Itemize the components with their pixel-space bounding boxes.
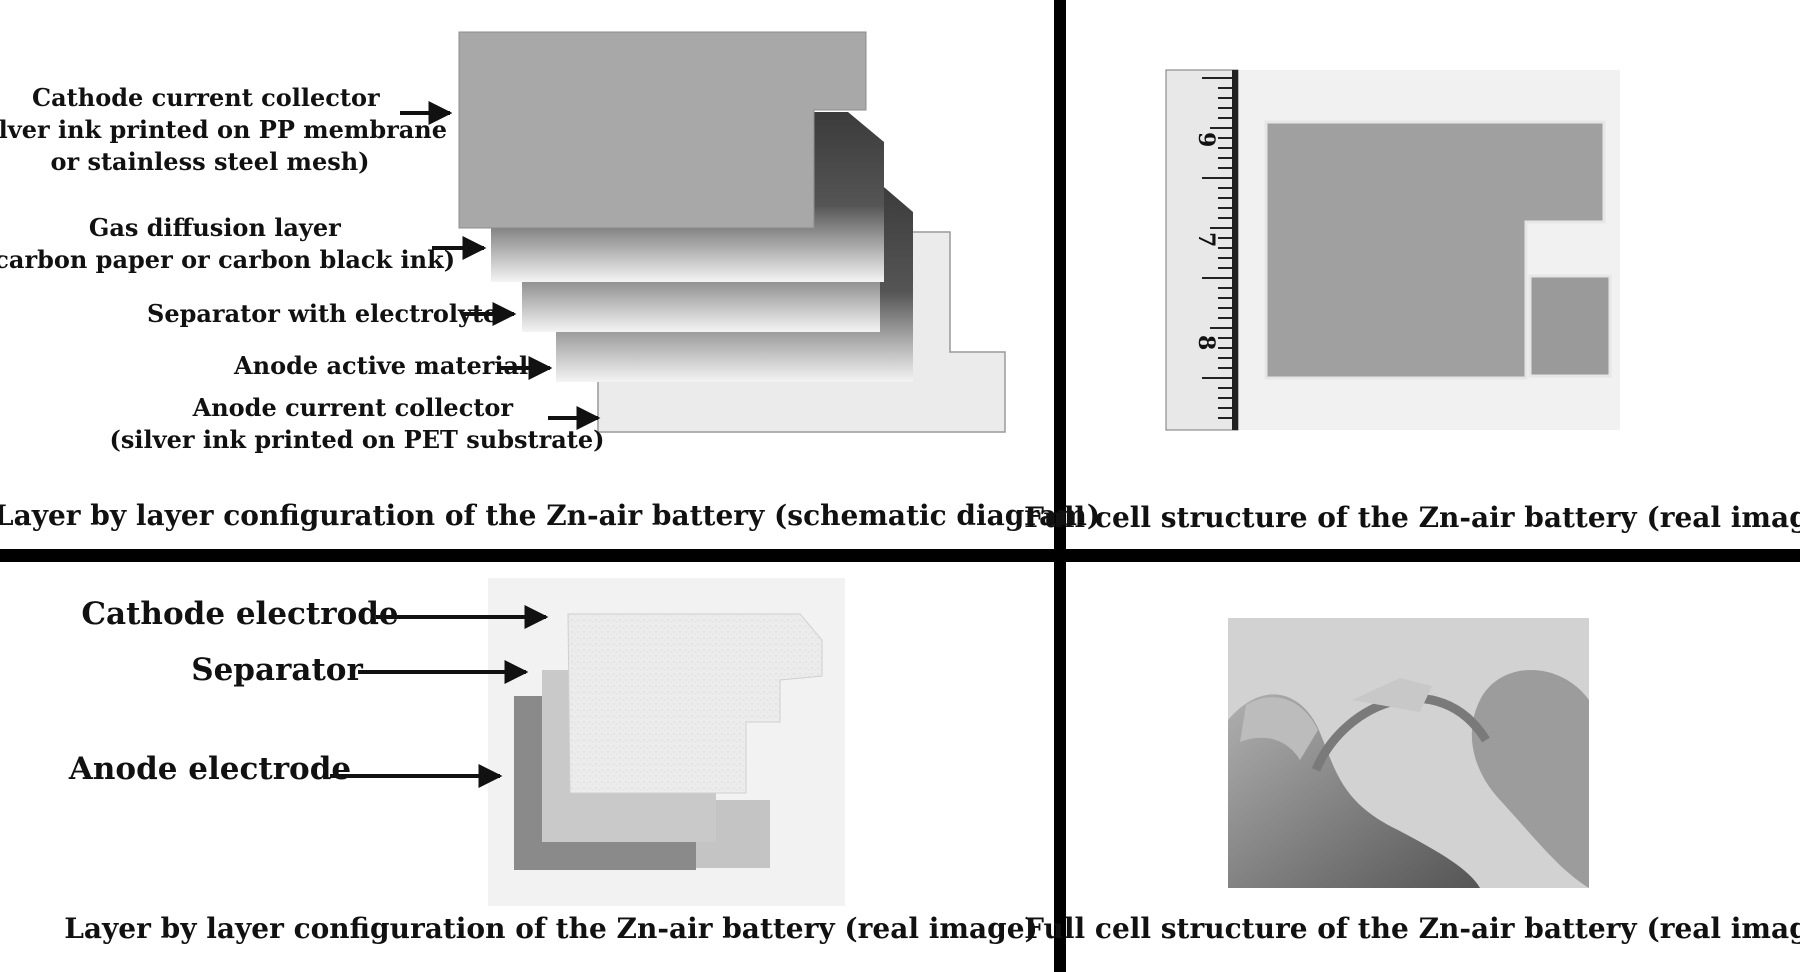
horizontal-divider xyxy=(0,549,1800,562)
ruler-ticks xyxy=(1202,77,1232,419)
gdl-label: Gas diffusion layer (carbon paper or car… xyxy=(0,213,455,274)
anode-electrode-label: Anode electrode xyxy=(68,751,351,787)
left-thumb-tip xyxy=(1240,697,1318,760)
ruler-number-8: 8 xyxy=(1193,335,1219,350)
ruler-body xyxy=(1165,69,1239,431)
anode-active-label: Anode active material xyxy=(233,351,528,380)
ruler: 9 7 8 xyxy=(1165,69,1239,431)
panel-top-right: 9 7 8 Full cell structure of the Zn-air … xyxy=(1024,69,1800,534)
panel-bottom-right: Full cell structure of the Zn-air batter… xyxy=(1024,618,1800,945)
ruler-number-7: 7 xyxy=(1193,232,1219,247)
separator-label: Separator with electrolyte xyxy=(147,299,498,328)
cathode-electrode-sheet xyxy=(567,613,823,794)
cathode-electrode-label: Cathode electrode xyxy=(81,596,398,632)
anode-cc-label: Anode current collector (silver ink prin… xyxy=(110,393,605,454)
ruler-edge xyxy=(1232,70,1238,430)
bottom-left-caption: Layer by layer configuration of the Zn-a… xyxy=(64,912,1038,945)
cathode-cc-label: Cathode current collector (silver ink pr… xyxy=(0,83,455,176)
full-cell-tab xyxy=(1528,274,1612,378)
bent-cell-tab xyxy=(1352,678,1432,712)
top-right-caption: Full cell structure of the Zn-air batter… xyxy=(1024,501,1800,534)
panel-bottom-left: Cathode electrode Separator Anode electr… xyxy=(64,578,1038,945)
top-left-caption: Layer by layer configuration of the Zn-a… xyxy=(0,499,1100,532)
cathode-current-collector-layer xyxy=(458,31,867,229)
right-finger xyxy=(1471,670,1589,888)
ruler-number-9: 9 xyxy=(1193,132,1219,147)
full-cell-body xyxy=(1264,120,1606,380)
panel-top-left: Cathode current collector (silver ink pr… xyxy=(0,31,1100,532)
separator-electrode-label: Separator xyxy=(191,652,363,688)
bottom-right-caption: Full cell structure of the Zn-air batter… xyxy=(1024,912,1800,945)
vertical-divider xyxy=(1054,0,1066,972)
